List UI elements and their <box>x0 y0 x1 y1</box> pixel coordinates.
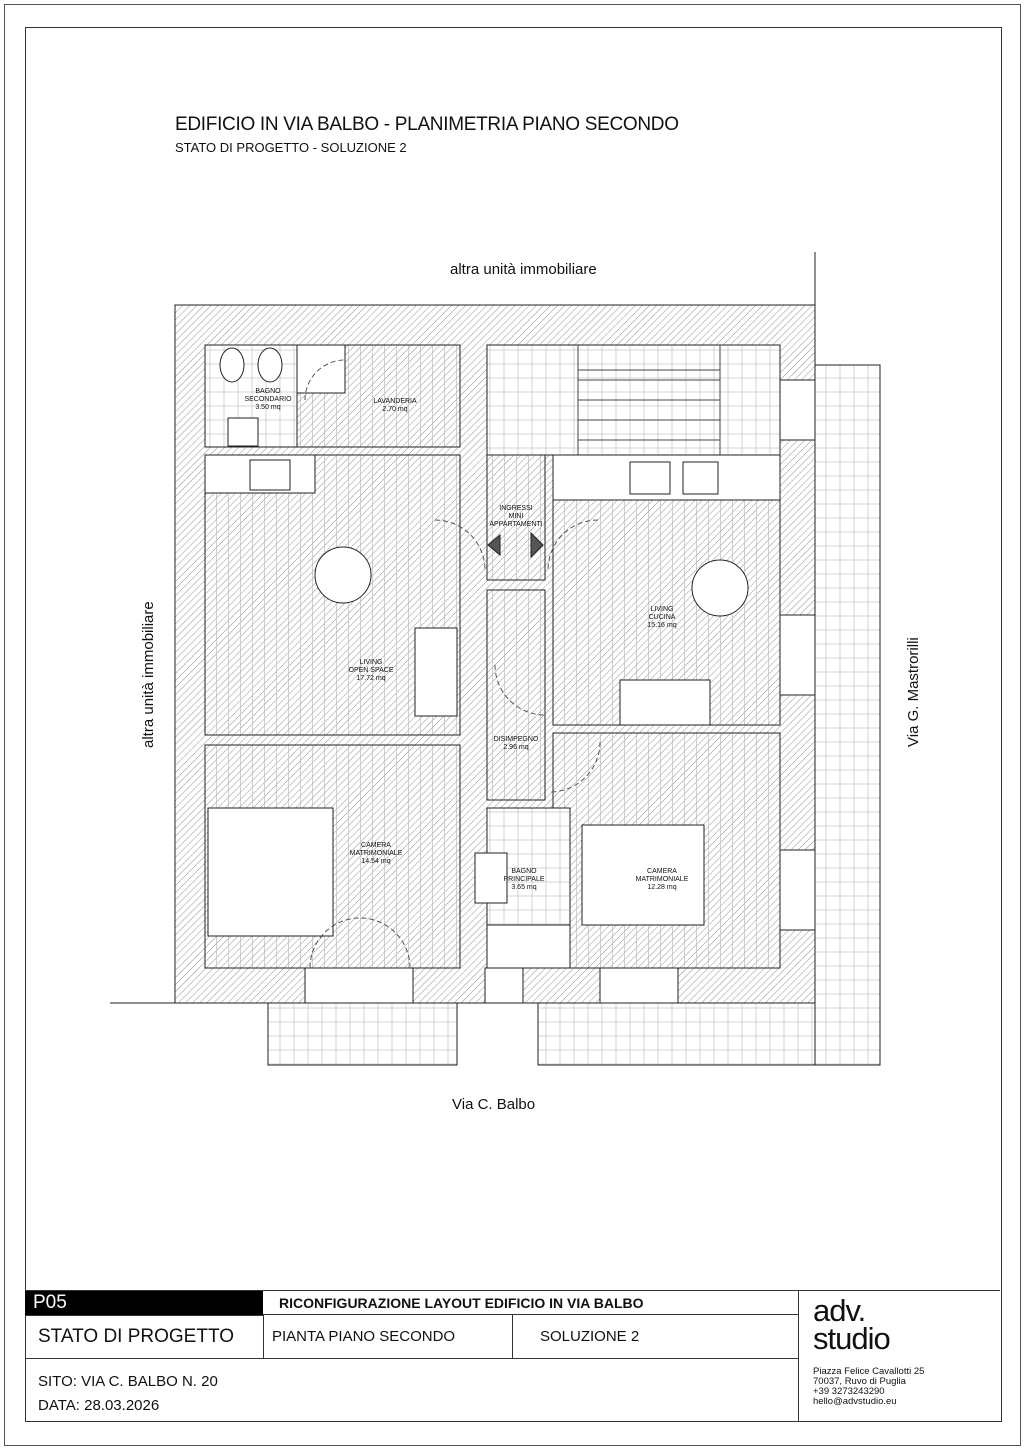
date: DATA: 28.03.2026 <box>38 1397 160 1414</box>
toilet-icon <box>257 347 283 383</box>
staircase <box>577 345 721 455</box>
title-block: P05 RICONFIGURAZIONE LAYOUT EDIFICIO IN … <box>25 1290 1000 1421</box>
washbasin-icon <box>474 852 508 904</box>
shower-icon <box>296 344 346 394</box>
window <box>304 967 414 1004</box>
studio-address: Piazza Felice Cavallotti 25 70037, Ruvo … <box>813 1367 924 1407</box>
label-top-neighbor: altra unità immobiliare <box>450 261 597 278</box>
cooktop-icon <box>629 461 671 495</box>
project-title: RICONFIGURAZIONE LAYOUT EDIFICIO IN VIA … <box>263 1291 798 1315</box>
sink-icon <box>682 461 719 495</box>
solution: SOLUZIONE 2 <box>513 1315 798 1359</box>
window <box>599 967 679 1004</box>
shower-icon <box>486 924 571 969</box>
sofa-left <box>414 627 458 717</box>
dining-table-left <box>314 546 372 604</box>
window <box>779 379 816 441</box>
window <box>484 967 524 1004</box>
arrow-left-icon <box>487 533 501 557</box>
bed-right <box>581 824 705 926</box>
room-ingressi <box>486 454 546 581</box>
email: hello@advstudio.eu <box>813 1396 897 1407</box>
address-line: Piazza Felice Cavallotti 25 <box>813 1366 925 1377</box>
drawing-subtitle: STATO DI PROGETTO - SOLUZIONE 2 <box>175 140 407 155</box>
studio-block: adv. studio Piazza Felice Cavallotti 25 … <box>798 1291 1001 1421</box>
address-line: 70037, Ruvo di Puglia <box>813 1376 906 1387</box>
room-disimpegno <box>486 589 546 801</box>
cooktop-icon <box>249 459 291 491</box>
sheet-code: P05 <box>25 1291 263 1315</box>
project-status: STATO DI PROGETTO <box>25 1315 263 1359</box>
balcony-left <box>267 1002 458 1066</box>
drawing-title: EDIFICIO IN VIA BALBO - PLANIMETRIA PIAN… <box>175 114 679 135</box>
phone: +39 3273243290 <box>813 1386 885 1397</box>
label-street-mastrorilli: Via G. Mastrorilli <box>905 637 922 747</box>
arrow-right-icon <box>530 531 544 559</box>
label-left-neighbor: altra unità immobiliare <box>140 601 157 748</box>
drawing-name: PIANTA PIANO SECONDO <box>263 1315 513 1359</box>
window <box>779 849 816 931</box>
window <box>779 614 816 696</box>
sofa-right <box>619 679 711 726</box>
sheet-border <box>4 4 1021 1446</box>
bed-left <box>207 807 334 937</box>
studio-logo: adv. studio <box>813 1293 891 1356</box>
room-label: INGRESSI MINI APPARTAMENTI <box>489 505 543 528</box>
drawing-frame <box>25 27 1002 1422</box>
dining-table-right <box>691 559 749 617</box>
label-street-balbo: Via C. Balbo <box>452 1096 536 1113</box>
site: SITO: VIA C. BALBO N. 20 <box>38 1373 218 1390</box>
door-swings <box>304 359 601 969</box>
bidet-icon <box>219 347 245 383</box>
terrace-side <box>814 364 881 1066</box>
washbasin-icon <box>227 417 259 447</box>
